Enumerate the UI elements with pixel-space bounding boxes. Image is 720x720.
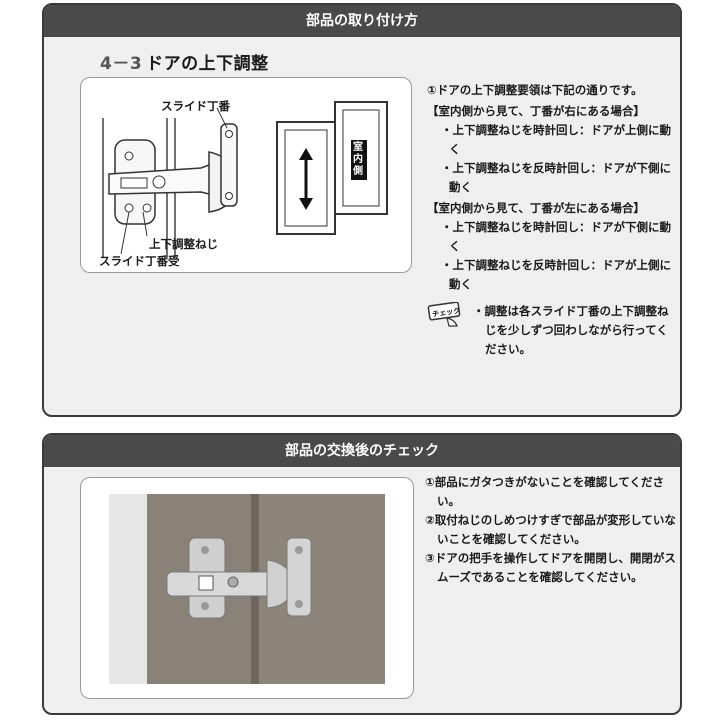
door-label: 室内側 xyxy=(353,142,363,177)
check-step-2: ②取付ねじのしめつけすぎで部品が変形していないことを確認してください。 xyxy=(425,513,676,546)
check-hand-icon: チェック xyxy=(427,302,461,327)
notes-intro: ①ドアの上下調整要領は下記の通りです。 xyxy=(427,83,643,97)
check-steps: ①部品にガタつきがないことを確認してください。 ②取付ねじのしめつけすぎで部品が… xyxy=(425,473,677,587)
check-icon-label: チェック xyxy=(432,306,461,319)
hinge-diagram: スライド丁番 上下調整ねじ スライド丁番受 室内側 xyxy=(80,77,412,273)
right-item-2: ・上下調整ねじを反時計回し：ドアが下側に動く xyxy=(441,161,671,194)
check-note: チェック ・調整は各スライド丁番の上下調整ねじを少しずつ回わしながら行ってくださ… xyxy=(427,302,677,359)
case-left-heading: 【室内側から見て、丁番が左にある場合】 xyxy=(427,201,645,215)
check-text: ・調整は各スライド丁番の上下調整ねじを少しずつ回わしながら行ってください。 xyxy=(473,304,669,356)
check-step-1: ①部品にガタつきがないことを確認してください。 xyxy=(425,475,665,508)
left-item-2: ・上下調整ねじを反時計回し：ドアが上側に動く xyxy=(441,258,671,291)
check-header: 部品の交換後のチェック xyxy=(44,435,680,467)
check-step-3: ③ドアの把手を操作してドアを開閉し、開閉がスムーズであることを確認してください。 xyxy=(425,551,676,584)
hinge-diagram-drawing xyxy=(102,101,388,258)
left-item-1: ・上下調整ねじを時計回し：ドアが下側に動く xyxy=(441,220,671,253)
post-replacement-check-panel: 部品の交換後のチェック ①部品にガタつきがないことを確認してください。 ②取付ね… xyxy=(42,433,682,715)
up-down-arrow-icon xyxy=(299,148,313,210)
label-hinge-seat: スライド丁番受 xyxy=(99,254,180,268)
hinge-photo xyxy=(80,477,414,699)
right-item-1: ・上下調整ねじを時計回し：ドアが上側に動く xyxy=(441,123,671,156)
label-adjust-screw: 上下調整ねじ xyxy=(149,237,218,251)
section-title-text: ドアの上下調整 xyxy=(146,54,269,74)
case-right-heading: 【室内側から見て、丁番が右にある場合】 xyxy=(427,104,645,118)
installation-header: 部品の取り付け方 xyxy=(44,5,680,37)
adjustment-notes: ①ドアの上下調整要領は下記の通りです。 【室内側から見て、丁番が右にある場合】 … xyxy=(427,81,677,359)
section-number: 4－3 xyxy=(100,54,143,74)
label-slide-hinge: スライド丁番 xyxy=(161,99,230,113)
hinge-photo-image xyxy=(109,494,385,684)
